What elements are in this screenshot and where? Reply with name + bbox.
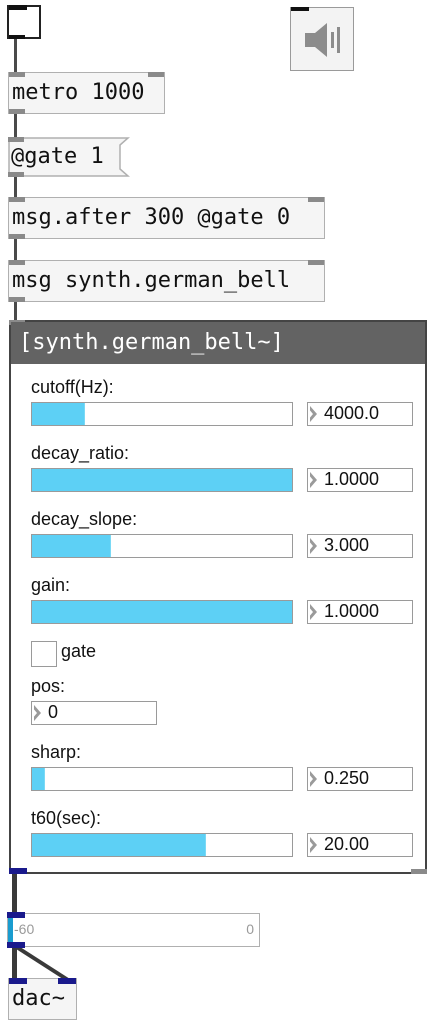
gate-label: gate [61, 641, 97, 661]
dac-label: dac~ [12, 986, 65, 1011]
t60-number[interactable]: 20.00 [307, 833, 413, 857]
gain-number[interactable]: 1.0000 [307, 600, 413, 624]
wire [14, 300, 17, 322]
vu-meter[interactable]: -60 0 [7, 912, 260, 948]
number-value: 1.0000 [324, 469, 380, 489]
number-value: 1.0000 [324, 601, 380, 621]
metro-object[interactable]: metro 1000 [8, 72, 165, 114]
panel-title: [synth.german_bell~] [11, 322, 425, 364]
number-value: 3.000 [324, 535, 370, 555]
signal-wire [12, 873, 17, 915]
t60-slider[interactable] [31, 833, 293, 857]
cutoff-slider[interactable] [31, 402, 293, 426]
slider-fill [32, 768, 45, 790]
synth-panel: [synth.german_bell~] cutoff(Hz): 4000.0 … [9, 320, 427, 874]
msg-synth-label: msg synth.german_bell [12, 268, 291, 293]
number-value: 0 [48, 702, 59, 722]
vu-level-bar [8, 914, 13, 946]
decay-slope-number[interactable]: 3.000 [307, 534, 413, 558]
decay-ratio-number[interactable]: 1.0000 [307, 468, 413, 492]
slider-fill [32, 834, 206, 856]
cutoff-number[interactable]: 4000.0 [307, 402, 413, 426]
toggle-icon [9, 5, 27, 10]
gain-slider[interactable] [31, 600, 293, 624]
gate-toggle[interactable] [31, 641, 57, 667]
toggle-box[interactable] [7, 5, 41, 39]
param-label: gain: [31, 575, 71, 595]
slider-fill [32, 535, 111, 557]
pos-number[interactable]: 0 [31, 701, 157, 725]
wire [14, 238, 17, 260]
dac-object[interactable]: dac~ [8, 978, 77, 1020]
param-label: decay_ratio: [31, 443, 130, 463]
decay-ratio-slider[interactable] [31, 468, 293, 492]
number-value: 0.250 [324, 768, 370, 788]
msg-after-label: msg.after 300 @gate 0 [12, 205, 291, 230]
number-value: 20.00 [324, 834, 370, 854]
speaker-icon [305, 23, 340, 57]
slider-fill [32, 403, 85, 425]
control-outlet[interactable] [411, 869, 427, 874]
msg-synth-object[interactable]: msg synth.german_bell [8, 260, 325, 302]
param-label: sharp: [31, 742, 82, 762]
gate-message-shape [8, 137, 130, 177]
msg-after-object[interactable]: msg.after 300 @gate 0 [8, 197, 325, 239]
number-value: 4000.0 [324, 403, 380, 423]
signal-outlet[interactable] [9, 868, 27, 874]
signal-wire [12, 946, 17, 980]
pos-label: pos: [31, 676, 66, 696]
metro-label: metro 1000 [12, 80, 145, 105]
sharp-number[interactable]: 0.250 [307, 767, 413, 791]
decay-slope-slider[interactable] [31, 534, 293, 558]
wire [14, 175, 17, 197]
param-label: t60(sec): [31, 808, 102, 828]
wire [14, 113, 17, 139]
param-label: decay_slope: [31, 509, 138, 529]
sharp-slider[interactable] [31, 767, 293, 791]
signal-wire [13, 944, 70, 982]
wire [14, 38, 17, 72]
gate-message[interactable]: @gate 1 [8, 137, 126, 177]
slider-fill [32, 469, 292, 491]
vu-max-label: 0 [246, 921, 254, 937]
slider-fill [32, 601, 292, 623]
gate-message-label: @gate 1 [11, 144, 104, 169]
dsp-toggle-button[interactable] [290, 7, 354, 71]
param-label: cutoff(Hz): [31, 377, 114, 397]
vu-min-label: -60 [14, 921, 35, 937]
